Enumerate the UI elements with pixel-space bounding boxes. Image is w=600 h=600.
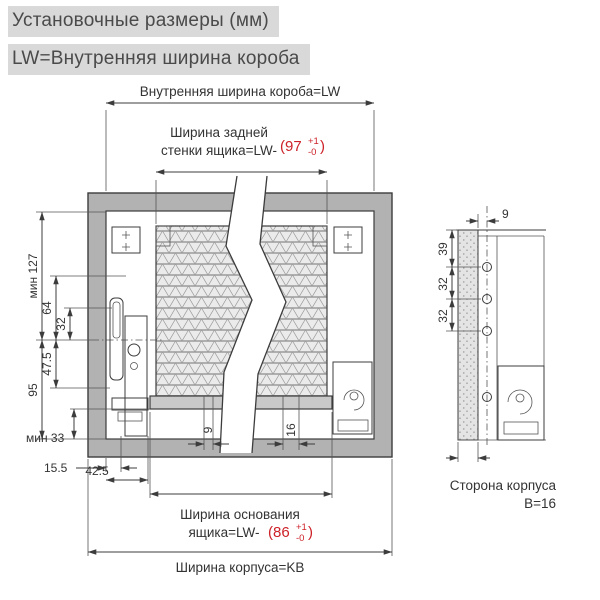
dim-32: 32 [54, 317, 68, 331]
right-slide-bracket [332, 361, 373, 435]
side-label-1: Сторона корпуса [450, 478, 557, 493]
side-dim-39: 39 [436, 242, 450, 256]
side-label: Сторона корпуса В=16 [450, 478, 557, 511]
side-dim-32b: 32 [436, 309, 450, 323]
back-wall-label-2: стенки ящика=LW- [161, 143, 277, 158]
bracket-top-left [111, 226, 141, 254]
dim-9: 9 [201, 426, 215, 433]
drawer-assembly [92, 225, 373, 437]
cabinet-side-panel [457, 229, 479, 441]
page-title: Установочные размеры (мм) [8, 6, 279, 37]
bracket-top-right [333, 226, 363, 254]
base-width-dimension: Ширина основания ящика=LW- (86 +1 -0 ) [149, 412, 333, 544]
base-paren: ) [308, 524, 313, 541]
dim-95: 95 [26, 383, 40, 397]
side-label-2: В=16 [524, 496, 556, 511]
screw-cross-icon [344, 231, 352, 251]
dim-min33: мин 33 [26, 431, 65, 445]
back-wall-tol-plus: +1 [308, 136, 319, 147]
side-slide-bracket [497, 365, 545, 441]
header: Установочные размеры (мм) LW=Внутренняя … [8, 6, 310, 82]
mounting-hole [482, 326, 492, 336]
base-label-2: ящика=LW- [188, 525, 259, 540]
side-dim-9: 9 [502, 207, 509, 221]
back-wall-paren: ) [320, 138, 325, 155]
back-wall-tol-minus: -0 [308, 147, 316, 158]
mounting-hole [482, 294, 492, 304]
panel-tab-right [312, 225, 328, 247]
bottom-dimensions: 9 16 [188, 396, 315, 450]
panel-tab-left [155, 225, 171, 247]
dim-42-5: 42.5 [85, 464, 109, 478]
page-subtitle: LW=Внутренняя ширина короба [8, 43, 310, 75]
base-value: (86 [268, 524, 290, 541]
back-wall-value: (97 [280, 138, 302, 155]
side-detail-dimensions: 9 39 32 32 [436, 207, 509, 462]
screw-cross-icon [122, 231, 130, 251]
left-slide-assembly [92, 297, 164, 437]
base-tol-plus: +1 [296, 522, 307, 533]
side-dim-32a: 32 [436, 277, 450, 291]
back-wall-label-1: Ширина задней [170, 125, 268, 140]
dim-15-5: 15.5 [44, 461, 68, 475]
inner-width-label: Внутренняя ширина короба=LW [140, 84, 341, 99]
inner-width-dimension: Внутренняя ширина короба=LW [105, 84, 375, 191]
dim-min127: мин 127 [26, 253, 40, 298]
mounting-hole [482, 392, 492, 402]
dim-16: 16 [284, 423, 298, 437]
base-tol-minus: -0 [296, 533, 304, 544]
base-label-1: Ширина основания [180, 507, 300, 522]
back-wall-dimension: Ширина задней стенки ящика=LW- (97 +1 -0… [155, 125, 328, 224]
side-detail-view [456, 206, 546, 448]
break-line [219, 175, 287, 454]
body-width-dimension: Ширина корпуса=KB [87, 459, 393, 575]
left-dimension-chain: мин 127 64 32 95 47.5 мин 33 15.5 42.5 [26, 211, 150, 484]
mounting-hole [482, 262, 492, 272]
body-width-label: Ширина корпуса=KB [176, 560, 305, 575]
dim-64: 64 [40, 301, 54, 315]
dim-47-5: 47.5 [40, 352, 54, 376]
